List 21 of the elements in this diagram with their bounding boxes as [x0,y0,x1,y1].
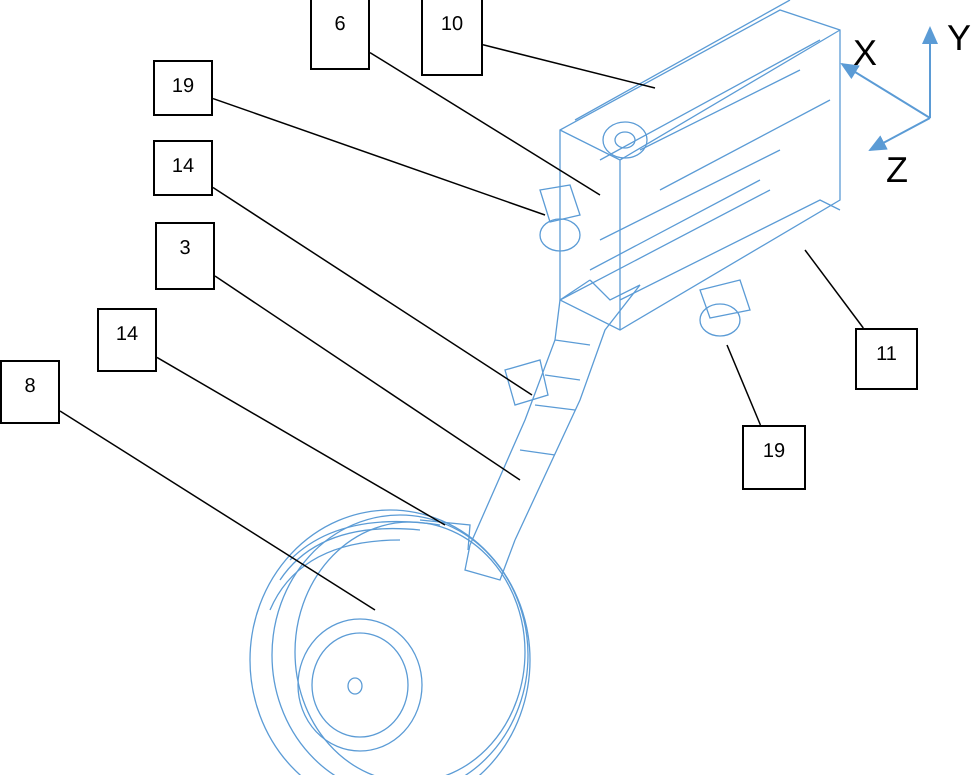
callout-box: 19 [742,425,806,490]
callout-box: 8 [0,360,60,424]
leader-line [482,44,656,89]
leader-line [212,98,546,216]
leader-line [726,344,762,426]
leader-line [60,410,376,611]
axis-label: X [853,35,878,71]
leader-line [370,52,600,196]
callout-box: 14 [153,140,213,196]
axis-label: Z [886,152,908,188]
leader-line [214,275,520,481]
axis-label: Y [947,20,972,56]
callout-box: 10 [421,0,483,76]
callout-box: 11 [855,328,918,390]
callout-box: 3 [155,222,215,290]
leader-line [156,356,446,526]
callout-box: 19 [153,60,213,116]
leader-line [212,186,532,396]
callout-box: 14 [97,308,157,372]
callout-box: 6 [310,0,370,70]
leader-line [804,250,864,328]
